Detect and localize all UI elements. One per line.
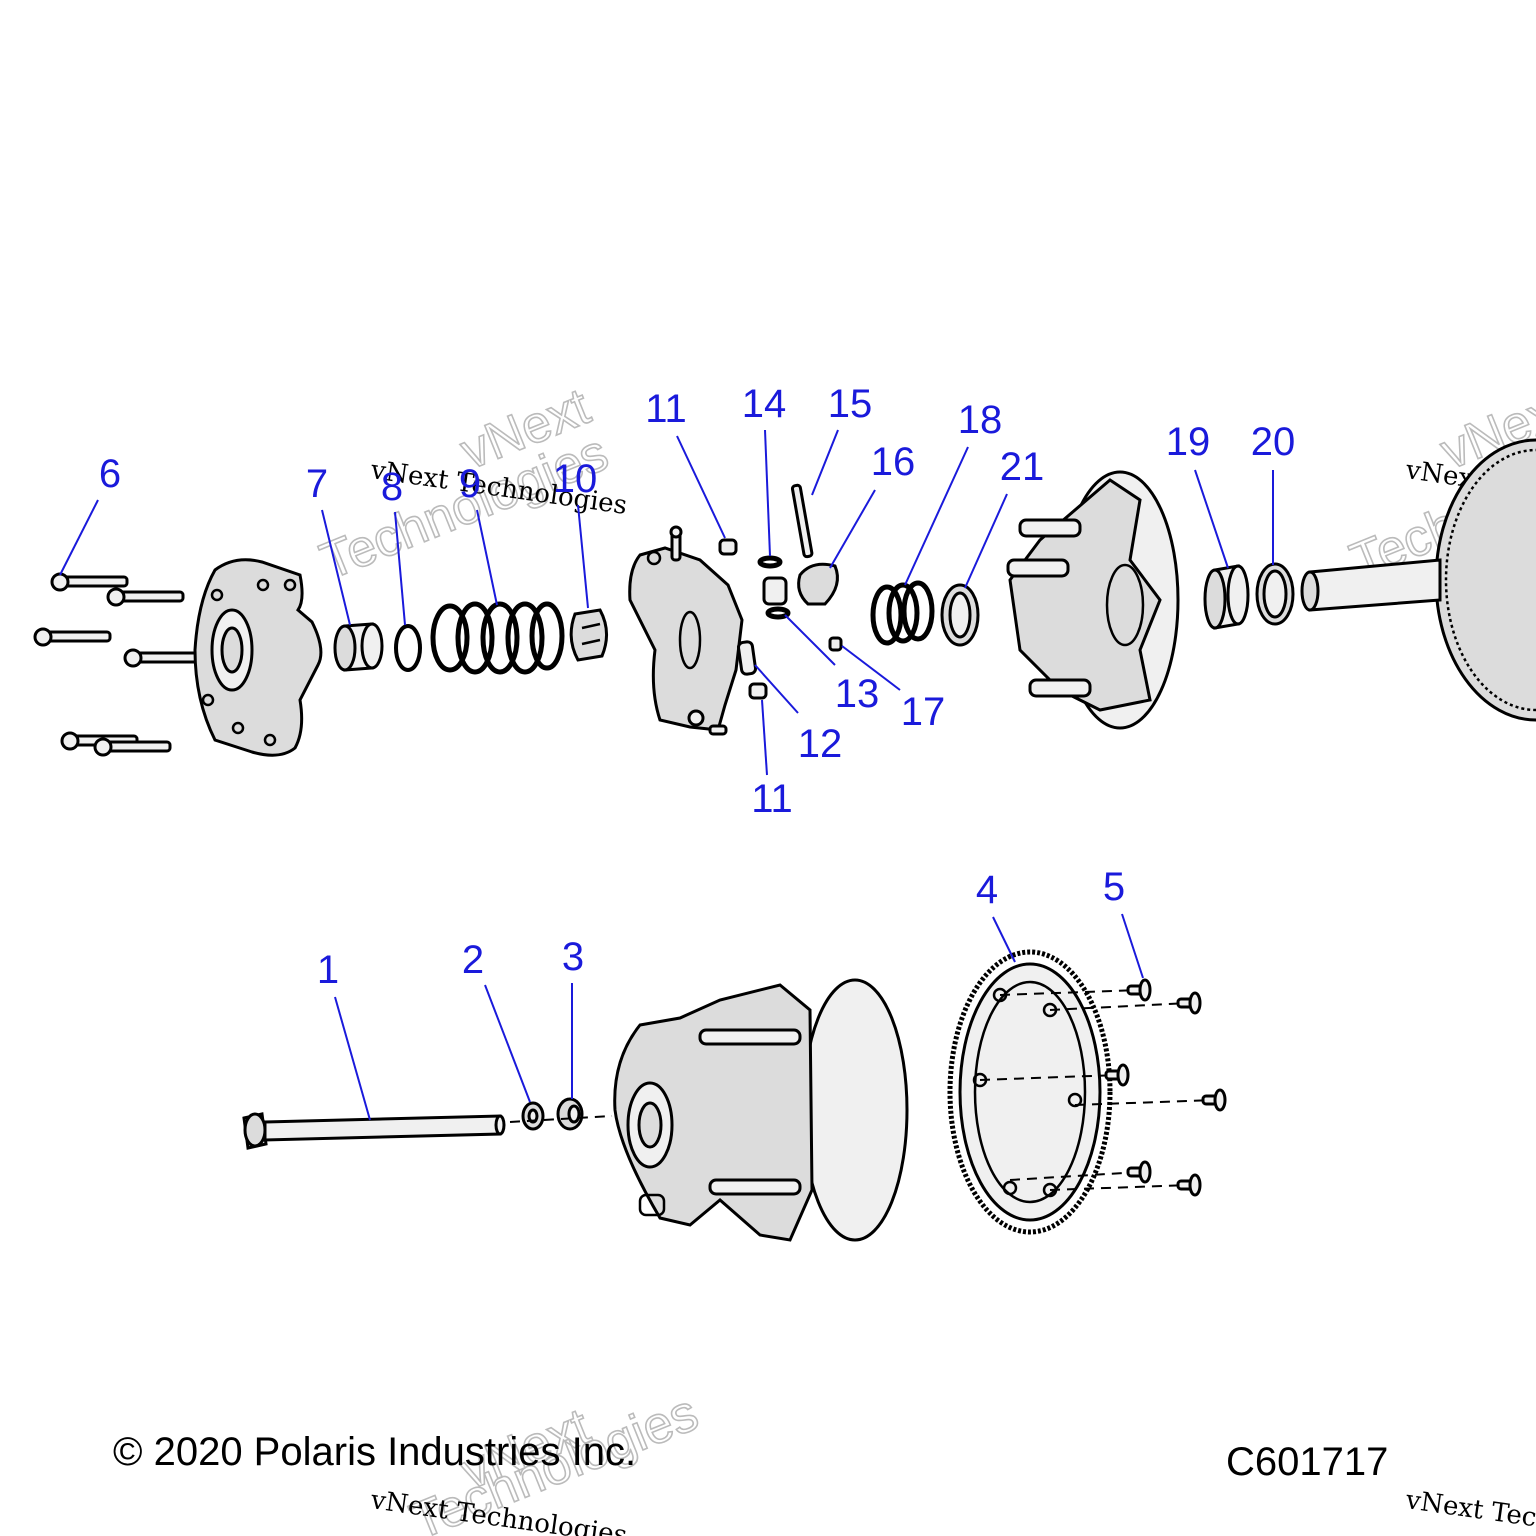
spider-assembly bbox=[628, 525, 744, 736]
leader-5 bbox=[1121, 913, 1144, 979]
axis-line bbox=[509, 1115, 613, 1123]
drawing-number: C601717 bbox=[1226, 1440, 1389, 1484]
leader-16 bbox=[829, 489, 876, 569]
leader-12 bbox=[754, 664, 799, 714]
callout-11-bottom: 11 bbox=[751, 777, 793, 821]
leader-13 bbox=[784, 614, 836, 666]
part-19-bushing bbox=[1203, 564, 1250, 630]
part-9-spring bbox=[430, 601, 565, 675]
callout-3: 3 bbox=[562, 935, 584, 979]
part-16-weight bbox=[797, 562, 839, 606]
leader-1 bbox=[334, 996, 371, 1121]
leader-19 bbox=[1194, 469, 1229, 569]
callout-10: 10 bbox=[553, 457, 598, 501]
copyright-notice: © 2020 Polaris Industries Inc. bbox=[113, 1430, 637, 1474]
watermarks: Technologies vNext Technologies vNext Te… bbox=[312, 377, 1536, 1536]
part-4-ring-gear bbox=[947, 949, 1113, 1235]
watermark-text: vNext Technologies bbox=[1403, 1485, 1536, 1536]
callout-7: 7 bbox=[306, 462, 328, 506]
part-15-pin bbox=[790, 483, 814, 559]
part-17-small-pin bbox=[828, 636, 843, 652]
part-11-roller-bottom bbox=[748, 682, 768, 700]
callout-2: 2 bbox=[462, 938, 484, 982]
part-3-bushing bbox=[556, 1097, 584, 1131]
callout-17: 17 bbox=[901, 690, 946, 734]
part-2-washer bbox=[521, 1101, 545, 1131]
leader-17 bbox=[841, 645, 901, 691]
part-8-snap-ring bbox=[394, 624, 422, 672]
part-12-pin bbox=[736, 640, 758, 676]
part-18-springs bbox=[870, 580, 935, 646]
part-1-bolt bbox=[242, 1112, 506, 1150]
leader-11-bottom bbox=[761, 699, 768, 776]
leader-6 bbox=[59, 499, 99, 576]
callout-16: 16 bbox=[871, 440, 916, 484]
callout-11-top: 11 bbox=[645, 387, 687, 431]
part-6-bolts bbox=[33, 572, 202, 757]
part-7-bushing bbox=[333, 622, 384, 672]
fixed-sheave-shaft bbox=[1300, 438, 1536, 722]
leader-15 bbox=[811, 429, 839, 496]
part-14-oring bbox=[757, 555, 783, 569]
callout-18: 18 bbox=[958, 398, 1003, 442]
part-21-ring bbox=[940, 583, 980, 647]
callout-1: 1 bbox=[317, 948, 339, 992]
callout-9: 9 bbox=[459, 462, 481, 506]
moveable-sheave bbox=[1006, 470, 1180, 730]
callout-21: 21 bbox=[1000, 445, 1045, 489]
callout-13: 13 bbox=[835, 672, 880, 716]
part-13-oring bbox=[765, 606, 791, 620]
callouts: 6 7 8 9 10 11 11 12 13 14 15 16 17 18 19… bbox=[59, 382, 1296, 1121]
part-10-cap bbox=[569, 608, 608, 662]
callout-15: 15 bbox=[828, 382, 873, 426]
callout-5: 5 bbox=[1103, 865, 1125, 909]
leader-9 bbox=[476, 509, 498, 606]
callout-6: 6 bbox=[99, 452, 121, 496]
leader-7 bbox=[321, 509, 351, 626]
roller-bushing bbox=[762, 576, 788, 606]
leader-2 bbox=[484, 984, 531, 1103]
leader-18 bbox=[904, 446, 969, 586]
callout-8: 8 bbox=[381, 465, 403, 509]
part-11-roller-top bbox=[718, 538, 738, 556]
part-20-ring bbox=[1255, 562, 1295, 626]
assembled-clutch bbox=[613, 978, 909, 1242]
leader-14 bbox=[764, 429, 771, 557]
callout-14: 14 bbox=[742, 382, 787, 426]
leader-4 bbox=[992, 916, 1016, 963]
leader-8 bbox=[394, 511, 406, 626]
leader-11-top bbox=[676, 435, 726, 539]
callout-20: 20 bbox=[1251, 420, 1296, 464]
leader-21 bbox=[964, 493, 1008, 589]
leader-10 bbox=[577, 504, 589, 609]
callout-19: 19 bbox=[1166, 420, 1211, 464]
part-5-screws bbox=[979, 978, 1227, 1197]
cover-plate bbox=[193, 558, 323, 757]
callout-4: 4 bbox=[976, 868, 998, 912]
callout-12: 12 bbox=[798, 722, 843, 766]
